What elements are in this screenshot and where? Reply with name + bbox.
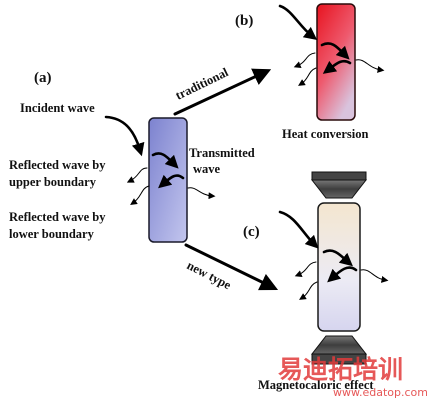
magnet-bottom-pole [310,335,368,355]
internal-wave-a-back [158,174,185,189]
heat-conversion-label: Heat conversion [282,127,368,141]
reflected-wave-b-upper [293,52,316,68]
watermark-url: www.edatop.com [333,386,427,399]
incident-wave-label: Incident wave [20,101,95,115]
traditional-arrow [173,68,272,116]
internal-wave-c-back [327,266,358,283]
magnet-top-pole [310,179,368,199]
reflected-wave-c-upper [294,261,317,277]
reflected-wave-lower-arrow [130,185,150,205]
internal-wave-c-forward [322,249,353,267]
internal-wave-a-forward [151,152,179,169]
magnetocaloric-label: Magnetocaloric effect [258,378,374,392]
reflected-lower-label-1: Reflected wave by [9,210,106,224]
transmitted-label-1: Transmitted [189,146,255,160]
panel-c-label: (c) [243,224,260,240]
magnet-top-cap [311,171,367,181]
internal-wave-b-forward [320,42,350,60]
incident-wave-c [278,210,319,249]
panel-a-label: (a) [34,70,52,86]
reflected-upper-label-1: Reflected wave by [9,158,106,172]
reflected-lower-label-2: lower boundary [9,227,95,241]
incident-wave-arrow [104,115,145,157]
reflected-wave-b-lower [298,67,317,86]
reflected-wave-c-lower [299,281,318,300]
transmitted-wave-arrow [187,187,216,200]
watermark-text: 易迪拓培训 [278,355,403,384]
magnet-bottom-cap [311,353,367,365]
traditional-label: traditional [173,65,231,103]
reflected-wave-upper-arrow [126,167,148,183]
reflected-upper-label-2: upper boundary [9,175,97,189]
internal-wave-b-back [322,59,352,74]
sample-c [317,202,361,332]
transmitted-wave-c [360,269,389,283]
transmitted-wave-b [355,59,385,73]
new-type-arrow [184,243,279,291]
panel-b-label: (b) [235,13,253,29]
transmitted-label-2: wave [193,162,221,176]
incident-wave-b [278,4,318,40]
